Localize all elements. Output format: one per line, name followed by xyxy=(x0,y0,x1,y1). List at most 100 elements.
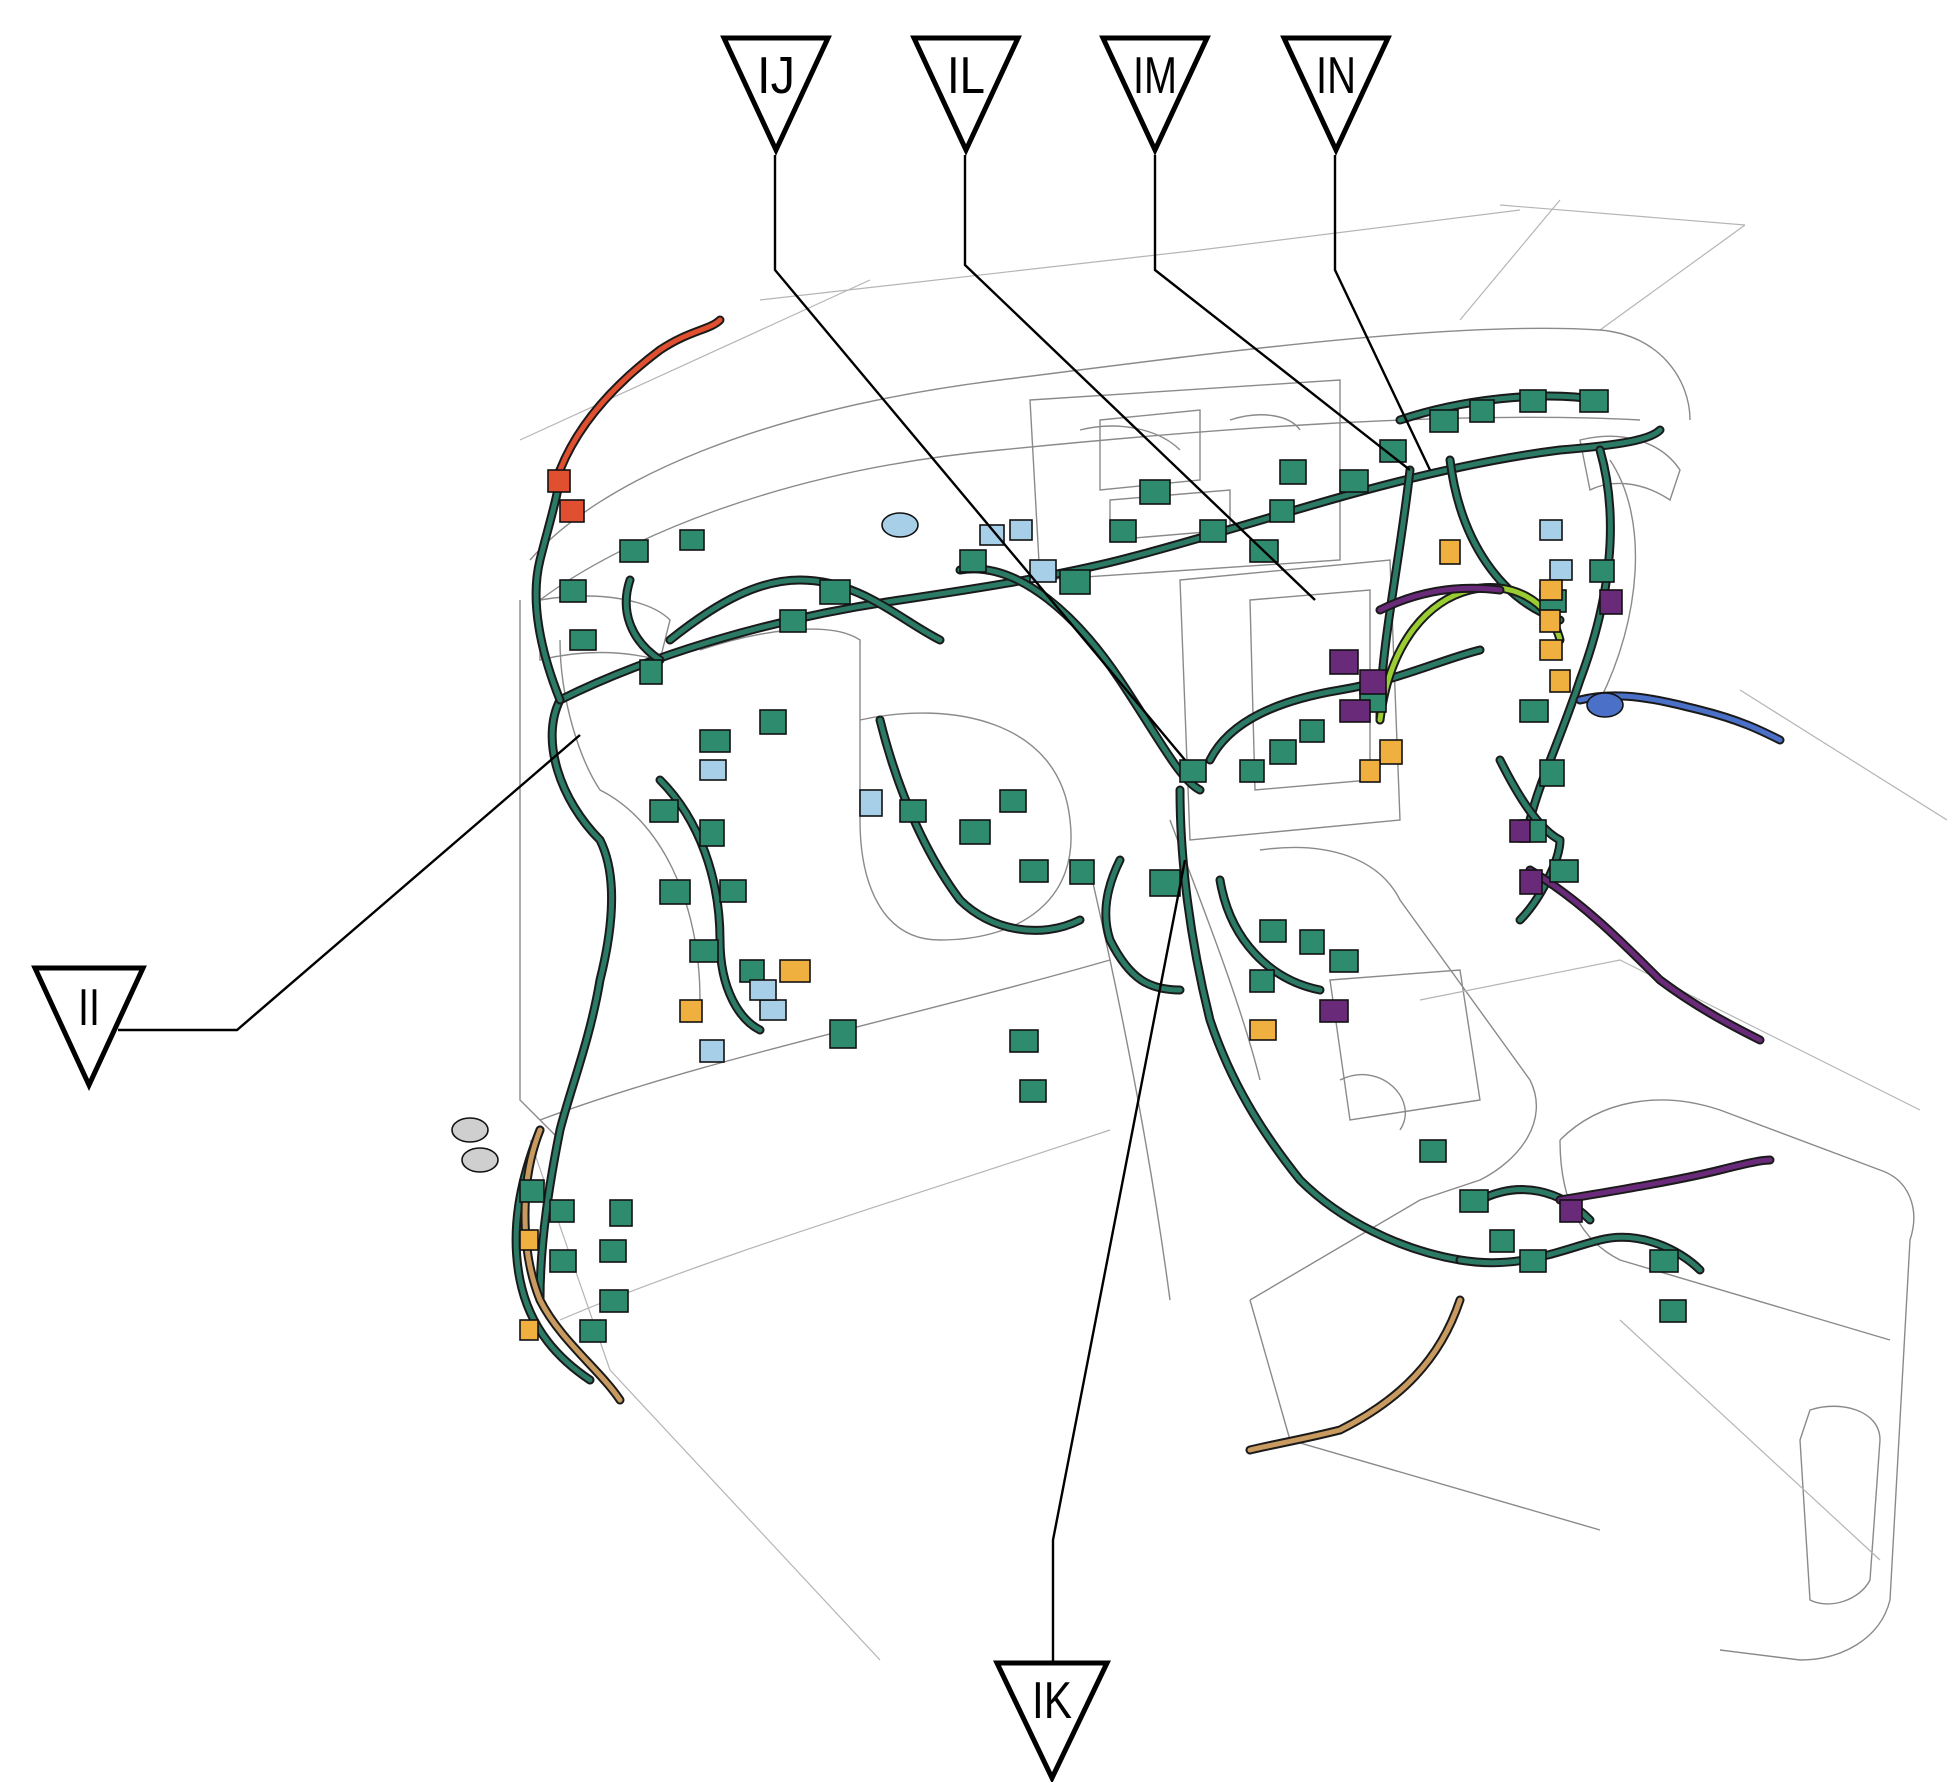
connector-40 xyxy=(1329,949,1359,973)
connector-blue-7 xyxy=(1549,559,1573,581)
label-il: IL xyxy=(910,35,1022,156)
harness-dash-branch-2-outline xyxy=(955,564,1205,795)
connector-2 xyxy=(569,629,597,651)
connector-4 xyxy=(699,729,731,753)
connector-orange-1 xyxy=(1539,579,1563,601)
connector-59 xyxy=(599,1289,629,1313)
label-ij-text: IJ xyxy=(757,47,795,105)
label-il-text: IL xyxy=(947,47,985,105)
connector-orange-5 xyxy=(779,959,811,983)
connector-64 xyxy=(579,1319,607,1343)
harness-left-upper xyxy=(533,467,563,703)
connector-0 xyxy=(619,539,649,563)
connector-47 xyxy=(1659,1299,1687,1323)
connector-blue-3 xyxy=(1029,559,1057,583)
connector-19 xyxy=(1069,859,1095,885)
harness-dash-branch-2 xyxy=(957,566,1203,793)
grommet-blue xyxy=(881,512,919,538)
label-ii: II xyxy=(31,965,147,1091)
connector-29 xyxy=(1469,399,1495,423)
harness-left-pillar xyxy=(537,697,614,1303)
harness-tan-kick xyxy=(522,1127,623,1403)
connector-57 xyxy=(1019,1079,1047,1103)
connector-orange-6 xyxy=(1249,1019,1277,1041)
connector-50 xyxy=(1239,759,1265,783)
connector-purple-5 xyxy=(1519,869,1543,895)
connector-25 xyxy=(1279,459,1307,485)
connector-21 xyxy=(1139,479,1171,505)
grommet-right xyxy=(1586,692,1624,718)
connector-12 xyxy=(819,579,851,605)
connector-27 xyxy=(1379,439,1407,463)
harness-purple-floor xyxy=(1557,1157,1773,1203)
connector-group xyxy=(451,389,1687,1343)
connector-purple-3 xyxy=(1599,589,1623,615)
connector-46 xyxy=(1649,1249,1679,1273)
connector-orange-9 xyxy=(679,999,703,1023)
connector-58 xyxy=(599,1239,627,1263)
connector-purple-0 xyxy=(1329,649,1359,675)
connector-red-1 xyxy=(559,499,585,523)
label-ii-text: II xyxy=(78,979,100,1037)
connector-20 xyxy=(1109,519,1137,543)
connector-45 xyxy=(1519,1249,1547,1273)
leader-ii xyxy=(118,734,581,1032)
connector-8 xyxy=(659,879,691,905)
connector-blue-2 xyxy=(859,789,883,817)
connector-54 xyxy=(1059,569,1091,595)
connector-blue-1 xyxy=(1009,519,1033,541)
harness-red-top-outline xyxy=(555,315,725,475)
connector-43 xyxy=(1459,1189,1489,1213)
connector-16 xyxy=(959,819,991,845)
connector-orange-10 xyxy=(519,1229,539,1251)
connector-orange-11 xyxy=(519,1319,539,1341)
harness-center-stack xyxy=(1207,647,1483,763)
connector-34 xyxy=(1519,699,1549,723)
connector-purple-6 xyxy=(1319,999,1349,1023)
harness-floor-center-outline xyxy=(1175,785,1465,1265)
connector-purple-4 xyxy=(1509,819,1531,843)
connector-14 xyxy=(829,1019,857,1049)
label-in-text: IN xyxy=(1316,47,1356,105)
connector-orange-0 xyxy=(1439,539,1461,565)
leader-in xyxy=(1333,155,1432,471)
connector-red-0 xyxy=(547,469,571,493)
connector-1 xyxy=(679,529,705,551)
connector-orange-3 xyxy=(1539,639,1563,661)
connector-31 xyxy=(1579,389,1609,413)
harness-fuse-drop xyxy=(657,777,763,1033)
label-ij: IJ xyxy=(720,35,832,156)
label-ik-text: IK xyxy=(1032,1672,1072,1730)
connector-49 xyxy=(1179,759,1207,783)
connector-orange-8 xyxy=(1359,759,1381,783)
harness-purple-center xyxy=(1377,585,1503,613)
connector-blue-5 xyxy=(699,1039,725,1063)
grommet-grey-top xyxy=(451,1117,489,1143)
connector-39 xyxy=(1299,929,1325,955)
harness-floor-center xyxy=(1177,787,1463,1263)
connector-52 xyxy=(1299,719,1325,743)
connector-purple-7 xyxy=(1559,1199,1583,1223)
connector-61 xyxy=(549,1249,577,1273)
grommet-grey-bottom xyxy=(461,1147,499,1173)
connector-30 xyxy=(1519,389,1547,413)
connector-blue-4 xyxy=(759,999,787,1021)
harness-tan-floor-outline xyxy=(1245,1295,1465,1455)
leader-il xyxy=(963,155,1316,601)
connector-13 xyxy=(779,609,807,633)
harness-red-top xyxy=(557,317,723,473)
harness-right-lower xyxy=(1497,757,1563,923)
connector-5 xyxy=(759,709,787,735)
harness-floor-branch xyxy=(1217,877,1323,993)
harness-glovebox xyxy=(877,717,1083,933)
connector-9 xyxy=(719,879,747,903)
connector-32 xyxy=(1589,559,1615,583)
harness-purple-right xyxy=(1527,867,1763,1043)
harness-center-loop xyxy=(1103,857,1183,993)
connector-41 xyxy=(1249,969,1275,993)
leader-ij xyxy=(773,155,1186,761)
harness-dash-branch-1 xyxy=(667,577,943,643)
connector-51 xyxy=(1269,739,1297,765)
connector-24 xyxy=(1269,499,1295,523)
connector-orange-7 xyxy=(1379,739,1403,765)
